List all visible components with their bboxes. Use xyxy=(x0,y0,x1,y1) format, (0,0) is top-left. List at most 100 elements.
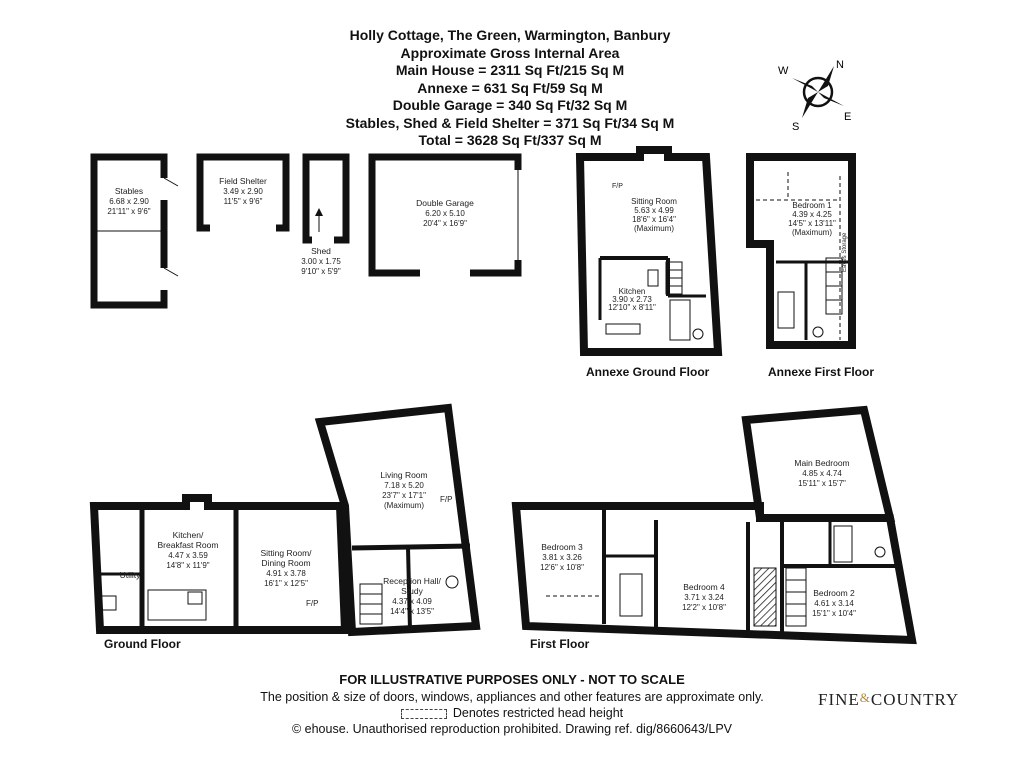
svg-text:12'6" x 10'8": 12'6" x 10'8" xyxy=(540,563,584,572)
area-annexe: Annexe = 631 Sq Ft/59 Sq M xyxy=(417,79,603,96)
svg-text:5.63 x 4.99: 5.63 x 4.99 xyxy=(634,206,674,215)
svg-text:Field Shelter: Field Shelter xyxy=(219,176,267,186)
svg-text:(Maximum): (Maximum) xyxy=(792,228,832,237)
shed-plan: Shed 3.00 x 1.75 9'10" x 5'9" xyxy=(301,153,350,276)
svg-text:Double Garage: Double Garage xyxy=(416,198,474,208)
brand-logo: FINE&COUNTRY xyxy=(818,690,959,710)
annexe-bedroom1-label: Bedroom 1 4.39 x 4.25 14'5" x 13'11" (Ma… xyxy=(788,201,836,237)
svg-text:16'1" x 12'5": 16'1" x 12'5" xyxy=(264,579,308,588)
first-floor-label: First Floor xyxy=(530,637,590,651)
gf-kitchen-label: Kitchen/ Breakfast Room 4.47 x 3.59 14'8… xyxy=(158,530,219,570)
svg-text:15'11" x 15'7": 15'11" x 15'7" xyxy=(798,479,846,488)
position-note-text: The position & size of doors, windows, a… xyxy=(260,690,764,704)
ground-floor-plan: Kitchen/ Breakfast Room 4.47 x 3.59 14'8… xyxy=(89,403,481,637)
stables-plan: Stables 6.68 x 2.90 21'11" x 9'6" xyxy=(90,153,179,309)
shed-label: Shed 3.00 x 1.75 9'10" x 5'9" xyxy=(301,246,341,276)
svg-text:Shed: Shed xyxy=(311,246,331,256)
svg-text:3.00 x 1.75: 3.00 x 1.75 xyxy=(301,257,341,266)
gf-sitting-label: Sitting Room/ Dining Room 4.91 x 3.78 16… xyxy=(260,548,312,588)
svg-text:Bedroom 1: Bedroom 1 xyxy=(792,201,832,210)
gf-utility-label: Utility xyxy=(120,570,142,580)
restricted-height-key: Denotes restricted head height xyxy=(0,706,1024,720)
svg-text:Study: Study xyxy=(401,586,423,596)
area-heading: Approximate Gross Internal Area xyxy=(400,44,620,61)
ff-bedroom2-label: Bedroom 2 4.61 x 3.14 15'1" x 10'4" xyxy=(812,588,856,618)
compass-n: N xyxy=(836,59,844,71)
svg-text:15'1" x 10'4": 15'1" x 10'4" xyxy=(812,609,856,618)
annexe-kitchen-label: Kitchen 3.90 x 2.73 12'10" x 8'11" xyxy=(608,287,656,312)
copyright-text: © ehouse. Unauthorised reproduction proh… xyxy=(291,722,733,736)
ground-floor-label: Ground Floor xyxy=(104,637,181,651)
restricted-height-swatch xyxy=(400,708,447,719)
annexe-fp: F/P xyxy=(612,183,623,190)
svg-text:4.61 x 3.14: 4.61 x 3.14 xyxy=(814,599,854,608)
svg-text:Kitchen/: Kitchen/ xyxy=(173,530,204,540)
disclaimer-text: FOR ILLUSTRATIVE PURPOSES ONLY - NOT TO … xyxy=(339,672,685,687)
gf-fp2: F/P xyxy=(440,495,452,504)
svg-text:9'10" x 5'9": 9'10" x 5'9" xyxy=(301,267,341,276)
svg-text:3.90 x 2.73: 3.90 x 2.73 xyxy=(612,295,652,304)
gf-living-label: Living Room 7.18 x 5.20 23'7" x 17'1" (M… xyxy=(380,470,427,510)
svg-text:14'8" x 11'9": 14'8" x 11'9" xyxy=(166,561,209,570)
compass-s: S xyxy=(792,121,799,133)
svg-text:Main Bedroom: Main Bedroom xyxy=(794,458,849,468)
svg-text:Bedroom 3: Bedroom 3 xyxy=(541,542,583,552)
header-block: Holly Cottage, The Green, Warmington, Ba… xyxy=(250,27,770,150)
brand-right: COUNTRY xyxy=(870,690,960,709)
svg-text:7.18 x 5.20: 7.18 x 5.20 xyxy=(384,481,424,490)
svg-text:18'6" x 16'4": 18'6" x 16'4" xyxy=(632,215,676,224)
annexe-ground-plan: F/P Sitting Room 5.63 x 4.99 18'6" x 16'… xyxy=(575,146,723,356)
annexe-first-plan: Eaves Storage Bedroom 1 4.39 x 4.25 14'5… xyxy=(746,153,856,349)
ff-bedroom3-label: Bedroom 3 3.81 x 3.26 12'6" x 10'8" xyxy=(540,542,584,572)
svg-text:3.71 x 3.24: 3.71 x 3.24 xyxy=(684,593,724,602)
svg-text:4.37 x 4.09: 4.37 x 4.09 xyxy=(392,597,432,606)
annexe-sitting-label: Sitting Room 5.63 x 4.99 18'6" x 16'4" (… xyxy=(631,197,677,233)
brand-left: FINE xyxy=(818,690,860,709)
svg-text:6.20 x 5.10: 6.20 x 5.10 xyxy=(425,209,465,218)
svg-text:3.49 x 2.90: 3.49 x 2.90 xyxy=(223,187,263,196)
svg-text:20'4" x 16'9": 20'4" x 16'9" xyxy=(423,219,467,228)
garage-label: Double Garage 6.20 x 5.10 20'4" x 16'9" xyxy=(416,198,474,228)
svg-text:Sitting Room/: Sitting Room/ xyxy=(260,548,312,558)
svg-text:Living Room: Living Room xyxy=(380,470,427,480)
svg-text:23'7" x 17'1": 23'7" x 17'1" xyxy=(382,491,426,500)
svg-text:4.91 x 3.78: 4.91 x 3.78 xyxy=(266,569,306,578)
area-double-garage: Double Garage = 340 Sq Ft/32 Sq M xyxy=(392,97,628,113)
property-address: Holly Cottage, The Green, Warmington, Ba… xyxy=(349,27,671,43)
stables-label: Stables 6.68 x 2.90 21'11" x 9'6" xyxy=(107,186,150,216)
svg-text:12'2" x 10'8": 12'2" x 10'8" xyxy=(682,603,726,612)
svg-text:Stables: Stables xyxy=(115,186,143,196)
compass-e: E xyxy=(844,111,851,123)
gf-fp1: F/P xyxy=(306,599,318,608)
area-total: Total = 3628 Sq Ft/337 Sq M xyxy=(418,132,602,148)
annexe-ground-floor-label: Annexe Ground Floor xyxy=(586,365,710,379)
first-floor-plan: Bedroom 3 3.81 x 3.26 12'6" x 10'8" Bedr… xyxy=(511,405,917,645)
svg-text:Dining Room: Dining Room xyxy=(261,558,310,568)
gf-reception-label: Reception Hall/ Study 4.37 x 4.09 14'4" … xyxy=(383,576,441,616)
svg-text:14'4" x 13'5": 14'4" x 13'5" xyxy=(390,607,434,616)
annexe-first-floor-label: Annexe First Floor xyxy=(768,365,874,379)
eaves-storage-label: Eaves Storage xyxy=(842,232,848,272)
svg-text:Bedroom 4: Bedroom 4 xyxy=(683,582,725,592)
svg-text:4.47 x 3.59: 4.47 x 3.59 xyxy=(168,551,208,560)
area-stables: Stables, Shed & Field Shelter = 371 Sq F… xyxy=(345,114,675,131)
ff-main-bedroom-label: Main Bedroom 4.85 x 4.74 15'11" x 15'7" xyxy=(794,458,849,488)
svg-text:4.85 x 4.74: 4.85 x 4.74 xyxy=(802,469,842,478)
svg-text:14'5" x 13'11": 14'5" x 13'11" xyxy=(788,219,836,228)
garage-plan: Double Garage 6.20 x 5.10 20'4" x 16'9" xyxy=(368,153,522,277)
svg-text:4.39 x 4.25: 4.39 x 4.25 xyxy=(792,210,832,219)
svg-text:Sitting Room: Sitting Room xyxy=(631,197,677,206)
floor-plan-drawing: N E S W Stables 6.68 x 2.90 21'11" x 9'6… xyxy=(89,59,917,651)
compass-w: W xyxy=(778,65,789,77)
svg-text:Reception Hall/: Reception Hall/ xyxy=(383,576,441,586)
compass-icon: N E S W xyxy=(778,59,851,133)
svg-text:Bedroom 2: Bedroom 2 xyxy=(813,588,855,598)
svg-text:Kitchen: Kitchen xyxy=(619,287,646,296)
svg-text:11'5" x 9'6": 11'5" x 9'6" xyxy=(224,197,263,206)
svg-text:3.81 x 3.26: 3.81 x 3.26 xyxy=(542,553,582,562)
svg-text:(Maximum): (Maximum) xyxy=(384,501,424,510)
area-main-house: Main House = 2311 Sq Ft/215 Sq M xyxy=(395,62,625,78)
field-shelter-plan: Field Shelter 3.49 x 2.90 11'5" x 9'6" xyxy=(196,153,290,232)
svg-text:12'10" x 8'11": 12'10" x 8'11" xyxy=(608,303,656,312)
svg-text:6.68 x 2.90: 6.68 x 2.90 xyxy=(109,197,149,206)
